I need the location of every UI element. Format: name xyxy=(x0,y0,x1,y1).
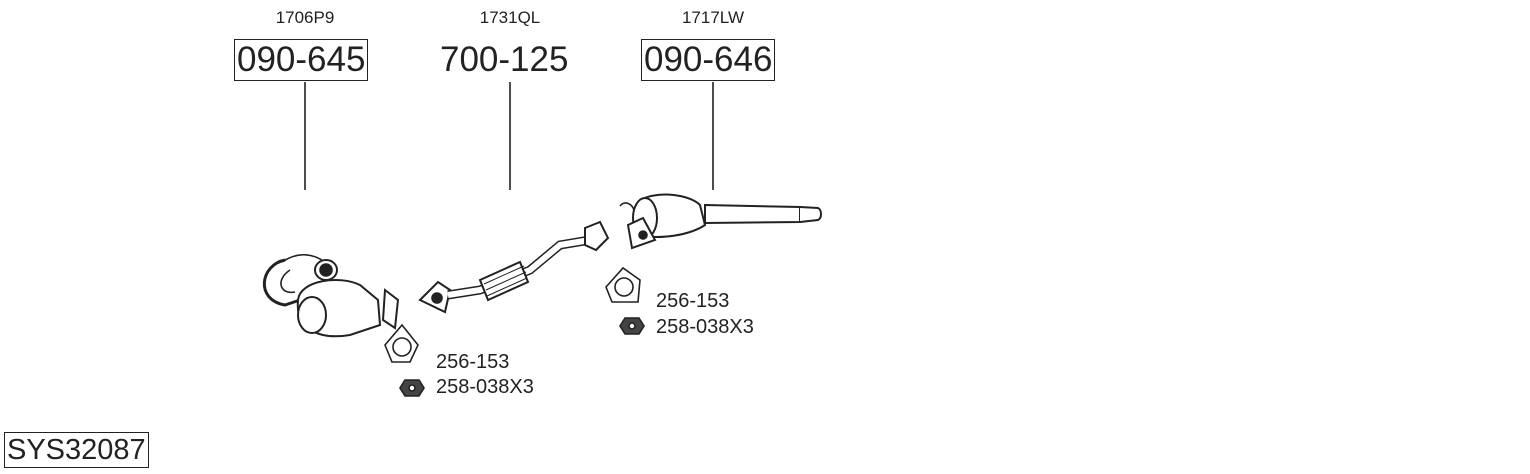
part-number-button[interactable]: 090-646 xyxy=(641,39,776,81)
nut-part-number[interactable]: 258-038X3 xyxy=(656,316,754,338)
catalytic-converter-front-icon xyxy=(262,254,400,338)
nut-icon xyxy=(619,317,645,335)
part-number-button[interactable]: 700-125 xyxy=(440,40,569,79)
nut-icon xyxy=(399,379,425,397)
nut-part-number[interactable]: 258-038X3 xyxy=(436,376,534,398)
gasket-part-number[interactable]: 256-153 xyxy=(656,290,730,312)
part-number-button[interactable]: 090-645 xyxy=(234,39,369,81)
part-reference: 1731QL xyxy=(479,8,541,27)
gasket-icon xyxy=(605,266,641,303)
catalytic-converter-rear-icon xyxy=(619,193,822,250)
gasket-icon xyxy=(384,323,419,363)
leader-lines xyxy=(304,82,714,190)
part-reference: 1706P9 xyxy=(275,8,335,27)
flex-pipe-icon xyxy=(418,220,610,314)
part-reference: 1717LW xyxy=(681,8,745,27)
system-code: SYS32087 xyxy=(4,432,149,468)
gasket-part-number[interactable]: 256-153 xyxy=(436,351,510,373)
